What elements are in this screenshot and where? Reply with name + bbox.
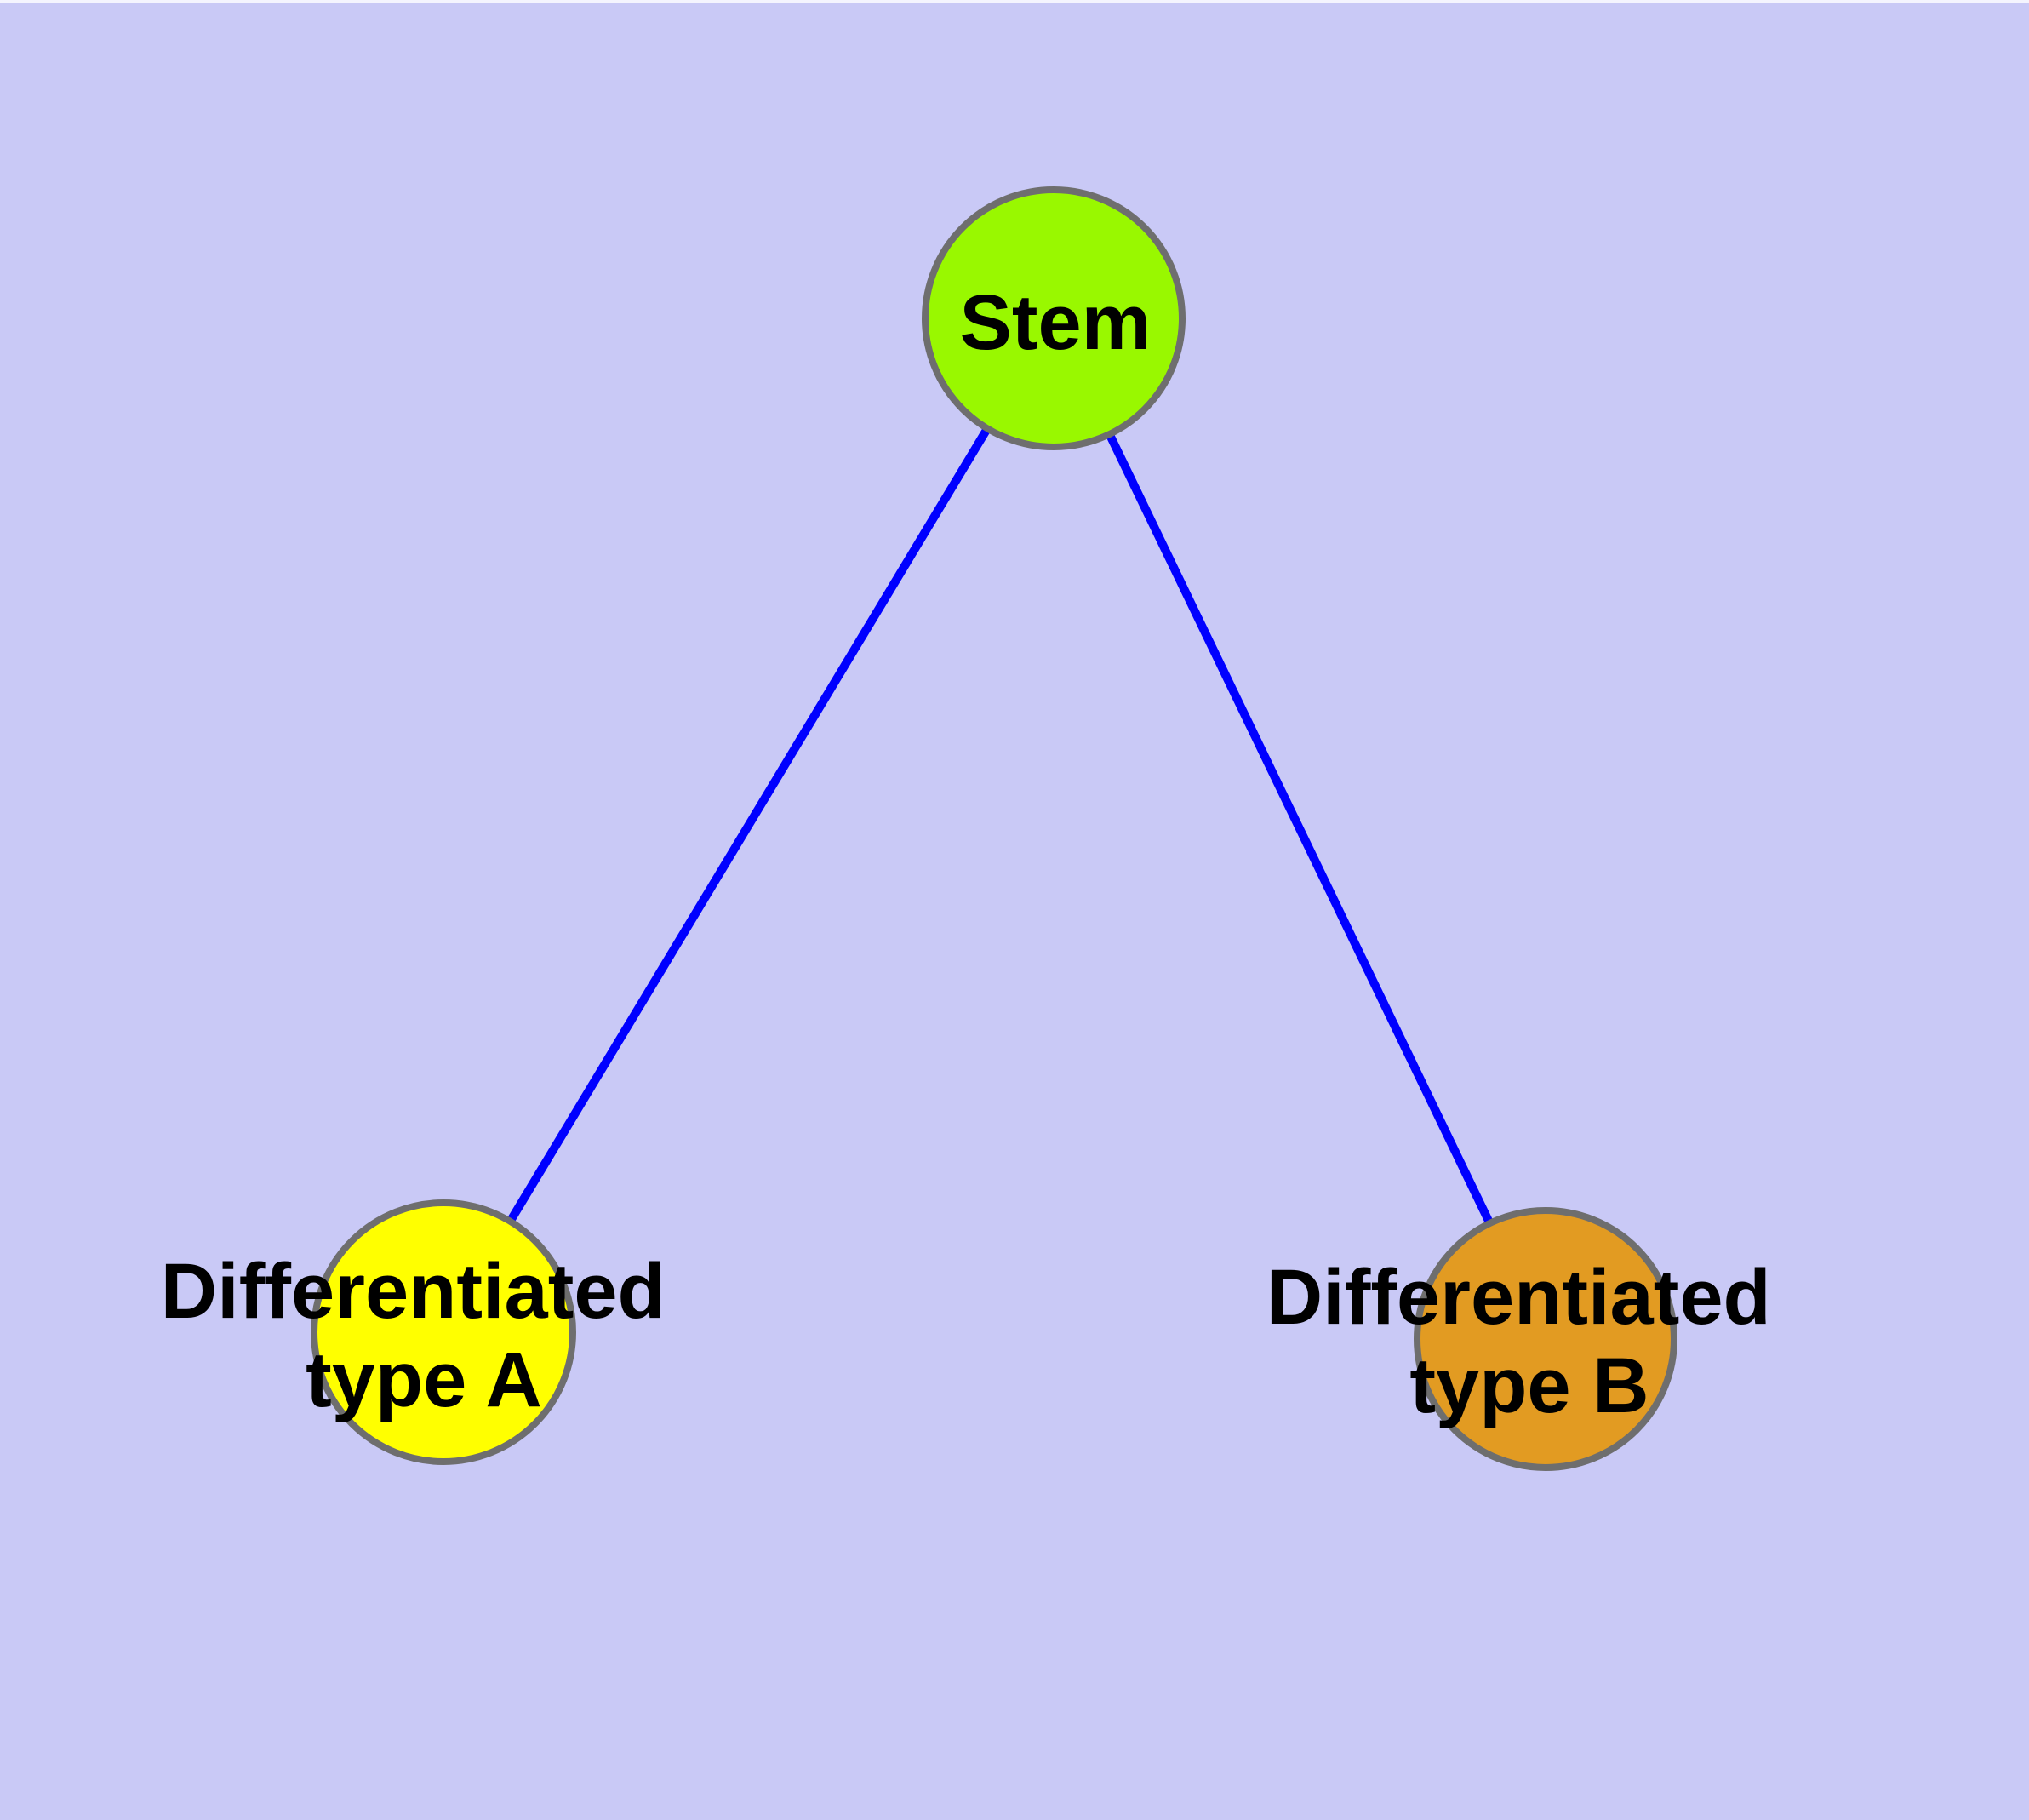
node-type-a-label-line2: type A [306, 1336, 542, 1423]
node-stem-label: Stem [960, 279, 1152, 366]
node-stem [922, 186, 1186, 450]
node-type-a-label-line1: Differentiated [161, 1248, 666, 1335]
top-margin-strip [0, 0, 2029, 3]
node-stem-label-text: Stem [960, 279, 1152, 366]
edge-stem-to-type-b [1049, 316, 1550, 1342]
node-type-b-label: Differentiated type B [1266, 1254, 1793, 1429]
node-type-b-label-line1: Differentiated [1266, 1254, 1771, 1341]
node-differentiated-type-b [1414, 1207, 1677, 1471]
node-type-b-label-line2: type B [1409, 1342, 1649, 1429]
node-differentiated-type-a [311, 1199, 576, 1465]
edge-stem-to-type-a [439, 316, 1058, 1335]
node-type-a-label: Differentiated type A [161, 1248, 688, 1423]
